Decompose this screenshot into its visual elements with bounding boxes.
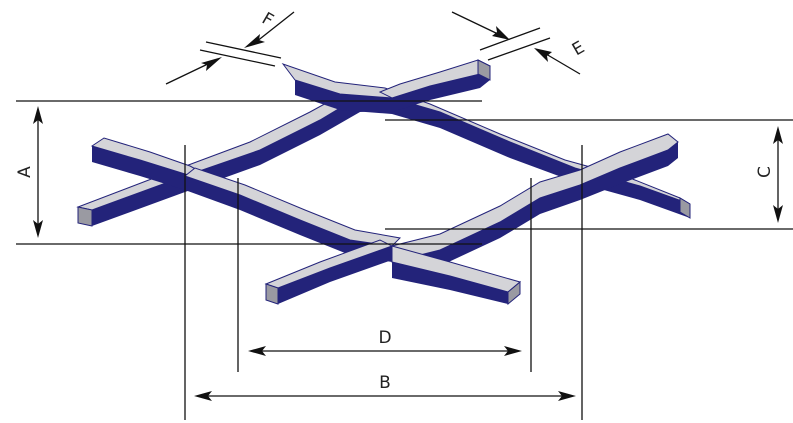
dimension-e-line-upper	[451, 11, 499, 35]
arrow-e-lower	[534, 48, 552, 62]
arrow-f-lower	[201, 57, 222, 71]
dimension-f-line-upper	[255, 11, 295, 43]
mesh-strands	[76, 59, 691, 306]
label-d: D	[378, 328, 391, 348]
arrow-d-left	[248, 346, 266, 356]
arrow-c-top	[773, 126, 783, 144]
strand-bottom-right	[391, 245, 522, 306]
arrow-a-top	[33, 106, 43, 124]
extension-line-f-2	[205, 41, 282, 59]
label-a: A	[15, 166, 35, 178]
label-c: C	[755, 166, 775, 178]
label-e: E	[569, 38, 588, 61]
strand-upper-right	[281, 62, 691, 219]
arrow-f-upper	[244, 34, 265, 48]
arrow-e-upper	[492, 26, 510, 40]
dimension-f-line-lower	[165, 61, 213, 85]
extension-line-f-1	[199, 49, 276, 67]
arrow-b-right	[558, 391, 576, 401]
arrow-a-bottom	[33, 220, 43, 238]
dimension-lines	[16, 11, 793, 420]
dimension-e-line-lower	[545, 53, 581, 75]
arrow-d-right	[504, 346, 522, 356]
arrow-c-bottom	[773, 205, 783, 223]
strand-bottom-left	[264, 239, 394, 305]
strand-top-right	[378, 59, 491, 112]
arrow-b-left	[194, 391, 212, 401]
extension-line-e-2	[487, 37, 551, 61]
strand-lower-left	[183, 167, 402, 262]
extension-line-e-1	[479, 27, 541, 51]
label-b: B	[379, 373, 391, 393]
